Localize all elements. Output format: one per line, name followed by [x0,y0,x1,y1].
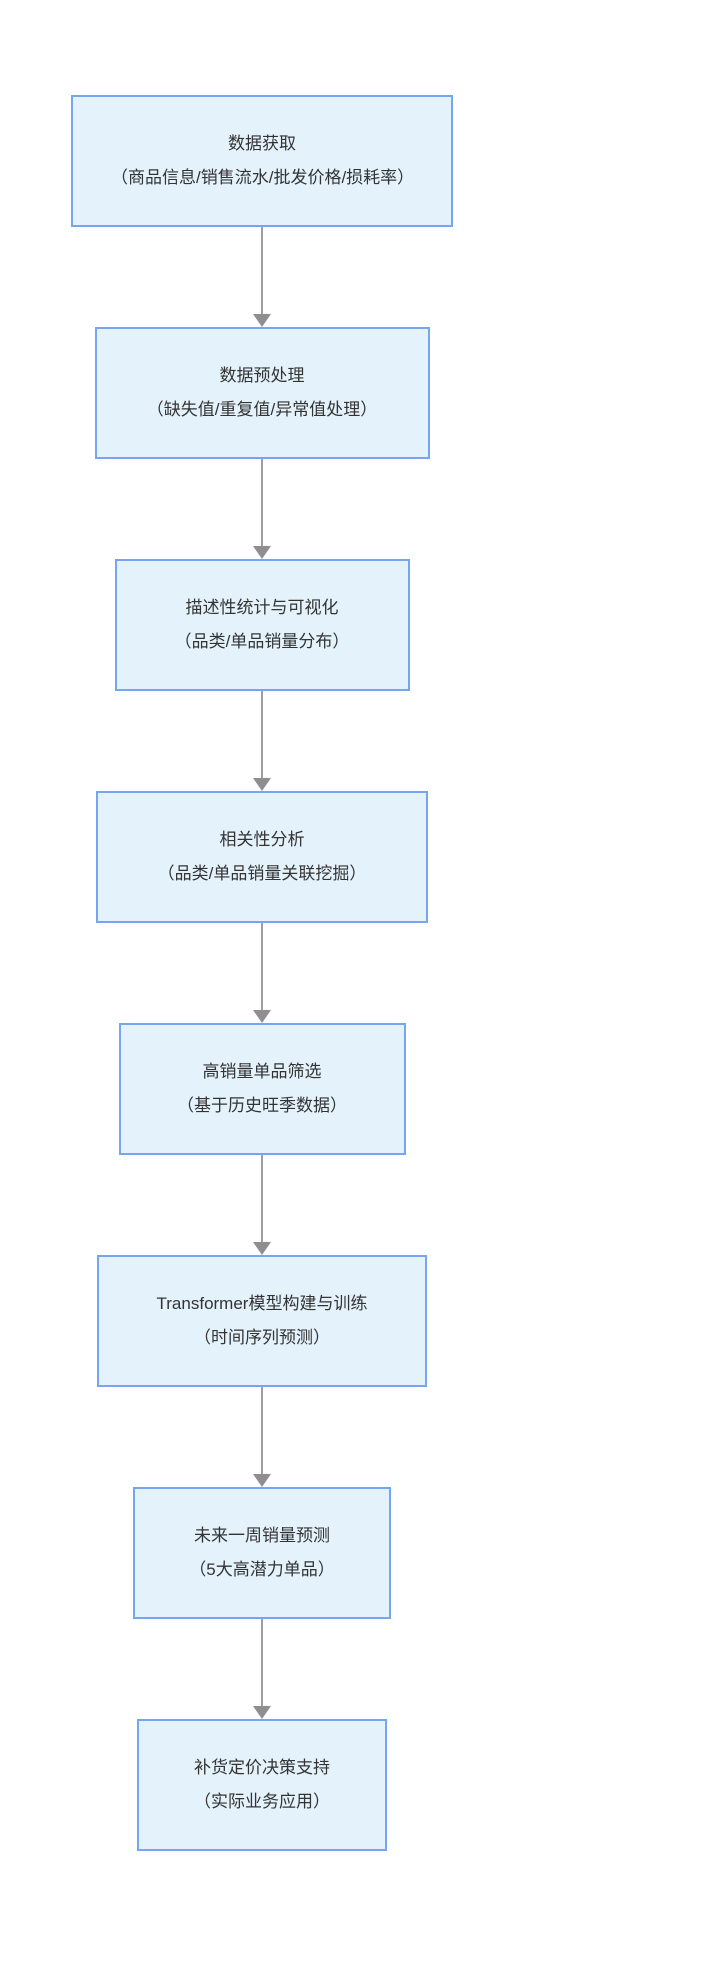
connector-arrow [252,459,272,559]
connector-arrow [252,1619,272,1719]
step-subtitle: （时间序列预测） [194,1328,330,1347]
step-title: 补货定价决策支持 [194,1758,330,1777]
flow-step-weekly-forecast: 未来一周销量预测 （5大高潜力单品） [133,1487,391,1619]
connector-arrow [252,691,272,791]
arrow-down-icon [253,778,271,791]
connector-arrow [252,1155,272,1255]
arrow-down-icon [253,546,271,559]
step-subtitle: （商品信息/销售流水/批发价格/损耗率） [111,168,415,187]
flow-step-correlation-analysis: 相关性分析 （品类/单品销量关联挖掘） [96,791,428,923]
flow-step-preprocessing: 数据预处理 （缺失值/重复值/异常值处理） [94,327,430,459]
connector-arrow [252,227,272,327]
step-title: 高销量单品筛选 [202,1062,322,1081]
flow-step-high-sales-screening: 高销量单品筛选 （基于历史旺季数据） [118,1023,406,1155]
step-subtitle: （5大高潜力单品） [189,1560,335,1579]
flow-step-replenishment-pricing: 补货定价决策支持 （实际业务应用） [137,1719,387,1851]
flow-step-data-acquisition: 数据获取 （商品信息/销售流水/批发价格/损耗率） [71,95,453,227]
arrow-line [261,923,263,1010]
step-subtitle: （品类/单品销量分布） [174,632,350,651]
arrow-line [261,1387,263,1474]
step-subtitle: （基于历史旺季数据） [177,1096,347,1115]
arrow-line [261,1155,263,1242]
arrow-line [261,691,263,778]
step-subtitle: （实际业务应用） [194,1792,330,1811]
step-title: Transformer模型构建与训练 [156,1294,368,1313]
step-title: 描述性统计与可视化 [185,598,339,617]
flow-step-descriptive-stats: 描述性统计与可视化 （品类/单品销量分布） [114,559,410,691]
flowchart-column: 数据获取 （商品信息/销售流水/批发价格/损耗率） 数据预处理 （缺失值/重复值… [52,95,472,1851]
arrow-line [261,459,263,546]
step-title: 相关性分析 [219,830,305,849]
arrow-down-icon [253,1242,271,1255]
connector-arrow [252,923,272,1023]
arrow-down-icon [253,1010,271,1023]
connector-arrow [252,1387,272,1487]
arrow-down-icon [253,1706,271,1719]
arrow-line [261,227,263,314]
flow-step-transformer-model: Transformer模型构建与训练 （时间序列预测） [97,1255,427,1387]
step-subtitle: （缺失值/重复值/异常值处理） [146,400,378,419]
arrow-down-icon [253,314,271,327]
step-title: 数据获取 [228,134,296,153]
arrow-line [261,1619,263,1706]
step-title: 数据预处理 [219,366,305,385]
arrow-down-icon [253,1474,271,1487]
step-subtitle: （品类/单品销量关联挖掘） [157,864,367,883]
step-title: 未来一周销量预测 [194,1526,330,1545]
